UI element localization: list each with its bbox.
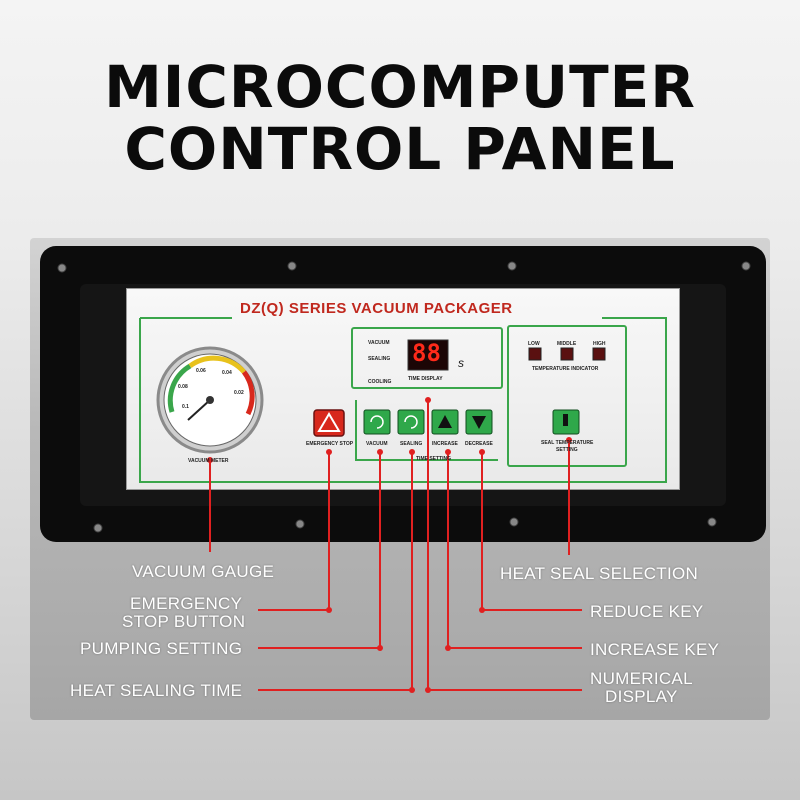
screw <box>507 261 517 271</box>
panel-header: DZ(Q) SERIES VACUUM PACKAGER <box>240 300 513 317</box>
temperature-indicator-label: TEMPERATURE INDICATOR <box>532 366 599 372</box>
callout-dots <box>207 397 572 693</box>
panel-green-frame <box>139 317 667 483</box>
time-row-label: COOLING <box>368 379 392 385</box>
temp-level-label: LOW <box>528 341 540 347</box>
button-label-increase: INCREASE <box>432 441 458 447</box>
title-line-2: CONTROL PANEL <box>124 115 676 183</box>
temperature-lights <box>528 347 606 361</box>
callout-numerical-2: DISPLAY <box>605 687 678 706</box>
gauge-tick: 0.06 <box>196 368 206 374</box>
screw <box>57 263 67 273</box>
display-unit: s <box>458 356 464 370</box>
screw <box>93 523 103 533</box>
callout-heat-sealing-time: HEAT SEALING TIME <box>70 681 243 700</box>
button-label-sealing: SEALING <box>400 441 423 447</box>
screw <box>287 261 297 271</box>
callout-emergency-1: EMERGENCY <box>130 594 243 613</box>
callout-numerical-1: NUMERICAL <box>590 669 693 688</box>
time-setting-label: TIME SETTING <box>416 456 451 462</box>
callout-pumping: PUMPING SETTING <box>80 639 243 658</box>
emergency-stop-label: EMERGENCY STOP <box>306 441 354 447</box>
time-display-label: TIME DISPLAY <box>408 376 443 382</box>
callout-vacuum-gauge: VACUUM GAUGE <box>132 562 275 581</box>
seal-temp-label: SETTING <box>556 447 578 453</box>
callout-increase-key: INCREASE KEY <box>590 640 720 659</box>
gauge-tick: 0.1 <box>182 404 189 410</box>
button-label-decrease: DECREASE <box>465 441 493 447</box>
time-row-label: VACUUM <box>368 340 390 346</box>
vacuum-gauge-graphic <box>156 346 264 454</box>
screw <box>509 517 519 527</box>
temp-level-label: MIDDLE <box>557 341 577 347</box>
seal-temp-label: SEAL TEMPERATURE <box>541 440 594 446</box>
temp-level-label: HIGH <box>593 341 606 347</box>
screw <box>707 517 717 527</box>
gauge-label: VACUUM METER <box>188 458 229 464</box>
temperature-box <box>507 325 627 467</box>
time-setting-buttons <box>363 409 493 435</box>
numerical-display-digits: 88 <box>412 339 441 367</box>
button-label-vacuum: VACUUM <box>366 441 388 447</box>
callout-lines <box>209 400 582 691</box>
seal-temperature-button <box>552 409 580 435</box>
title-line-1: MICROCOMPUTER <box>104 53 696 121</box>
numerical-display-window <box>407 339 449 371</box>
callout-emergency-2: STOP BUTTON <box>122 612 246 631</box>
callout-heat-seal-selection: HEAT SEAL SELECTION <box>500 564 699 583</box>
callout-reduce-key: REDUCE KEY <box>590 602 704 621</box>
gauge-tick: 0.04 <box>222 370 232 376</box>
time-display-box <box>351 327 503 389</box>
emergency-stop-graphic <box>313 409 345 437</box>
gauge-tick: 0.02 <box>234 390 244 396</box>
screw <box>741 261 751 271</box>
gauge-tick: 0.08 <box>178 384 188 390</box>
screw <box>295 519 305 529</box>
time-row-label: SEALING <box>368 356 391 362</box>
